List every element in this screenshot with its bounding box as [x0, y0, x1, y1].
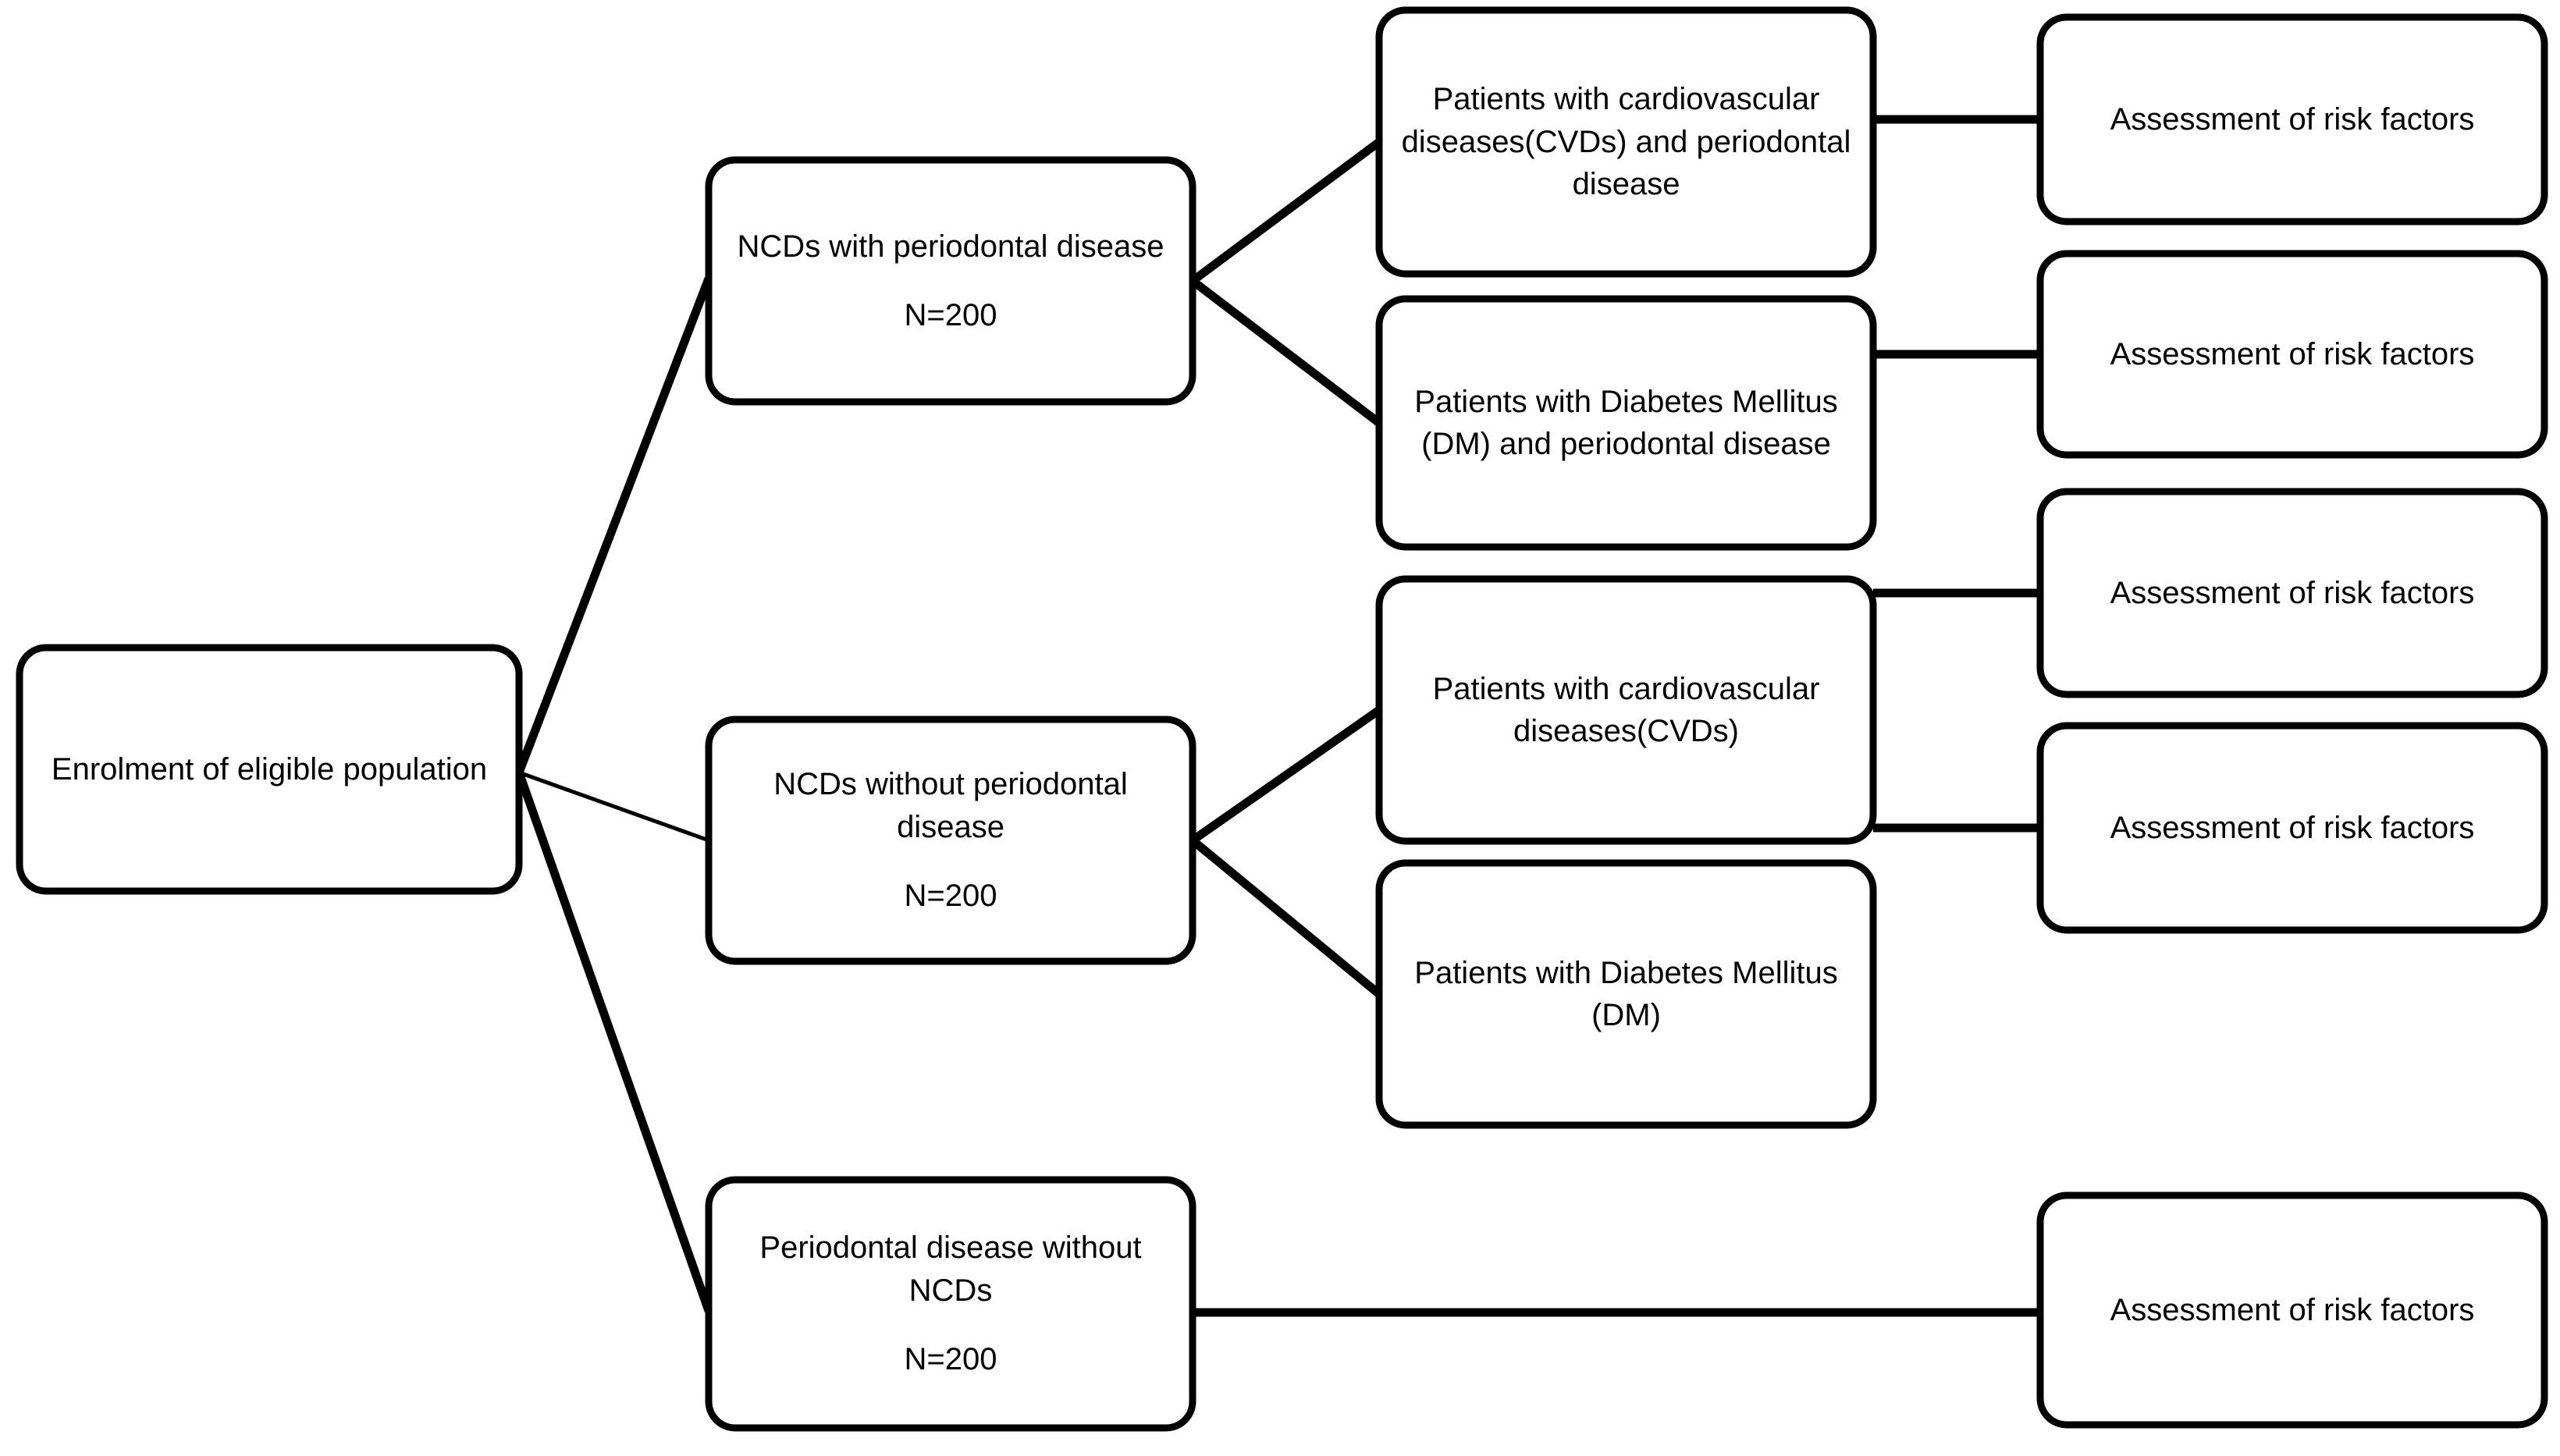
connector-layer	[514, 115, 2040, 1317]
node-box-sub1[interactable]	[1375, 6, 1877, 278]
connector-root-to-group3	[514, 771, 713, 1312]
connector-group1-to-sub1	[1189, 138, 1382, 285]
node-box-out2[interactable]	[2036, 250, 2548, 459]
node-box-out5[interactable]	[2036, 1191, 2548, 1429]
connector-group2-to-sub3	[1189, 706, 1382, 844]
node-box-group2[interactable]	[705, 716, 1196, 965]
connector-root-to-group2	[518, 770, 709, 843]
node-box-sub4[interactable]	[1375, 859, 1877, 1129]
connector-group2-to-sub4	[1189, 836, 1382, 998]
node-box-out4[interactable]	[2036, 722, 2548, 934]
node-box-sub2[interactable]	[1375, 295, 1877, 551]
node-box-out1[interactable]	[2036, 13, 2548, 226]
connector-group1-to-sub2	[1189, 277, 1382, 427]
node-box-group3[interactable]	[705, 1176, 1196, 1432]
node-box-root[interactable]	[16, 644, 523, 895]
node-box-out3[interactable]	[2036, 488, 2548, 698]
connector-root-to-group1	[514, 277, 713, 774]
node-box-layer	[16, 6, 2548, 1432]
node-box-group1[interactable]	[705, 156, 1196, 406]
node-box-sub3[interactable]	[1375, 575, 1877, 845]
